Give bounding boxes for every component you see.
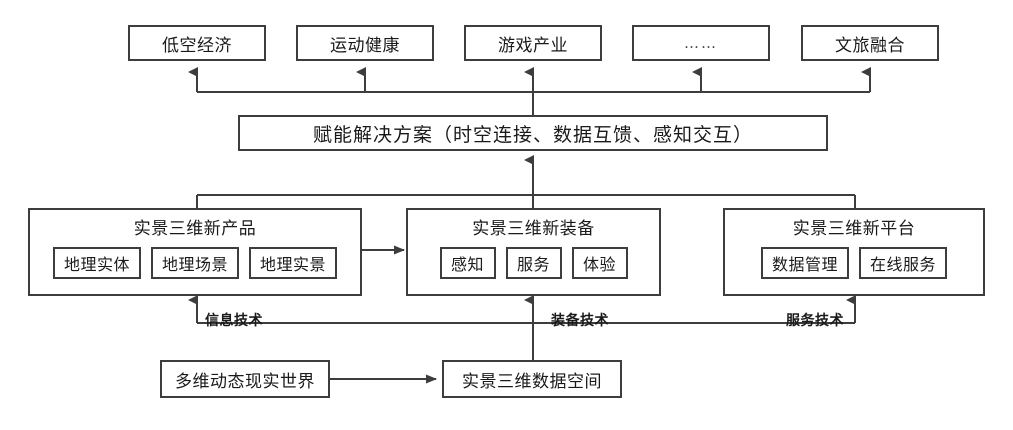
chip-label: 地理实体 [63, 255, 130, 274]
pillar-children: 数据管理 在线服务 [725, 247, 983, 279]
chip-label: 感知 [450, 255, 484, 274]
application-box-more[interactable]: …… [632, 25, 770, 61]
foundation-box-data-space[interactable]: 实景三维数据空间 [442, 360, 622, 398]
chip-label: 服务 [516, 255, 550, 274]
edge-label-equipment-technology: 装备技术 [551, 310, 609, 330]
edge-label-text: 信息技术 [205, 313, 263, 329]
application-label: 低空经济 [162, 35, 232, 56]
edge-label-text: 服务技术 [786, 313, 844, 329]
pillar-title: 实景三维新产品 [133, 219, 257, 239]
foundation-box-real-world[interactable]: 多维动态现实世界 [160, 360, 330, 398]
foundation-label: 实景三维数据空间 [462, 371, 602, 392]
edge-label-service-technology: 服务技术 [786, 310, 844, 330]
application-label: 运动健康 [330, 35, 400, 56]
edge-label-information-technology: 信息技术 [205, 310, 263, 330]
application-label: 游戏产业 [498, 35, 568, 56]
pillar-children: 地理实体 地理场景 地理实景 [30, 247, 360, 279]
chip-label: 在线服务 [869, 255, 936, 274]
pillar-chip-data-management[interactable]: 数据管理 [761, 247, 849, 279]
solution-box[interactable]: 赋能解决方案（时空连接、数据互馈、感知交互） [238, 115, 828, 151]
pillar-chip-experience[interactable]: 体验 [571, 247, 628, 279]
chip-label: 地理实景 [259, 255, 326, 274]
application-label: …… [684, 34, 718, 52]
foundation-label: 多维动态现实世界 [175, 371, 315, 392]
solution-label: 赋能解决方案（时空连接、数据互馈、感知交互） [312, 123, 753, 146]
pillar-title: 实景三维新平台 [792, 219, 916, 239]
pillar-chip-geographic-entity[interactable]: 地理实体 [53, 247, 141, 279]
chip-label: 数据管理 [771, 255, 838, 274]
chip-label: 体验 [582, 255, 616, 274]
pillar-box-new-equipment[interactable]: 实景三维新装备 感知 服务 体验 [406, 208, 661, 296]
application-box-sports-health[interactable]: 运动健康 [296, 25, 434, 61]
edge-label-text: 装备技术 [551, 313, 609, 329]
pillar-box-new-products[interactable]: 实景三维新产品 地理实体 地理场景 地理实景 [28, 208, 362, 296]
pillar-chip-online-service[interactable]: 在线服务 [859, 247, 947, 279]
pillar-box-new-platform[interactable]: 实景三维新平台 数据管理 在线服务 [723, 208, 985, 296]
pillar-title: 实景三维新装备 [472, 219, 595, 239]
chip-label: 地理场景 [161, 255, 228, 274]
pillar-children: 感知 服务 体验 [408, 247, 659, 279]
pillar-chip-geographic-reality[interactable]: 地理实景 [249, 247, 337, 279]
application-box-culture-tourism[interactable]: 文旅融合 [801, 25, 939, 61]
pillar-chip-geographic-scene[interactable]: 地理场景 [151, 247, 239, 279]
application-box-game-industry[interactable]: 游戏产业 [464, 25, 602, 61]
application-label: 文旅融合 [835, 35, 905, 56]
application-box-low-altitude-economy[interactable]: 低空经济 [128, 25, 266, 61]
pillar-chip-service[interactable]: 服务 [505, 247, 562, 279]
pillar-chip-perception[interactable]: 感知 [439, 247, 496, 279]
